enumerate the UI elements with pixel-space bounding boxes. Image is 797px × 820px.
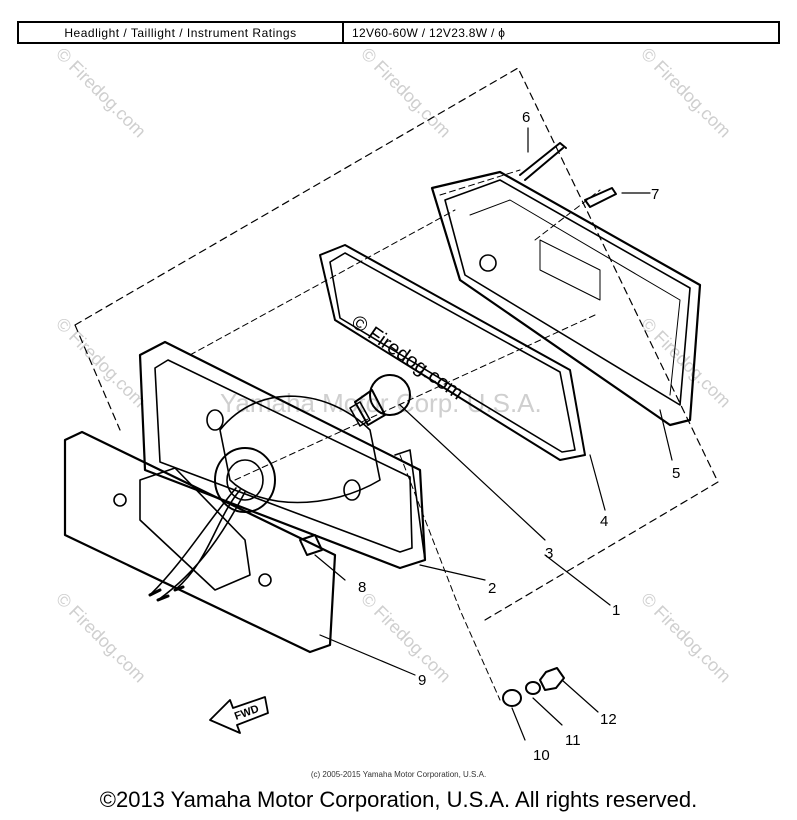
callout-7: 7 [651, 186, 659, 203]
washer-10 [502, 689, 522, 707]
watermark-2: © Firedog.com [357, 44, 455, 142]
grommet-part [299, 534, 323, 556]
callout-10: 10 [533, 747, 550, 764]
plate-part [63, 430, 337, 654]
callout-12: 12 [600, 711, 617, 728]
housing-part [138, 340, 427, 570]
callout-2: 2 [488, 580, 496, 597]
screw-6 [519, 142, 567, 181]
ratings-value: 12V60-60W / 12V23.8W / ϕ [352, 25, 506, 40]
ratings-label: Headlight / Taillight / Instrument Ratin… [19, 23, 344, 42]
nut-12 [539, 667, 565, 691]
lens-part [430, 170, 702, 427]
callout-9: 9 [418, 672, 426, 689]
callout-1: 1 [612, 602, 620, 619]
watermark-6: © Firedog.com [52, 589, 150, 687]
ratings-bar: Headlight / Taillight / Instrument Ratin… [17, 21, 780, 44]
callout-8: 8 [358, 579, 366, 596]
watermark-4: © Firedog.com [52, 314, 150, 412]
watermark-8: © Firedog.com [637, 589, 735, 687]
copyright-notice: ©2013 Yamaha Motor Corporation, U.S.A. A… [99, 787, 698, 812]
leader-lines [314, 127, 673, 741]
washer-11 [525, 681, 541, 695]
watermark-3: © Firedog.com [637, 44, 735, 142]
bulb-part [349, 374, 411, 427]
callout-5: 5 [672, 465, 680, 482]
explode-lines [189, 169, 601, 701]
callout-11: 11 [565, 732, 581, 749]
assembly-outline [74, 67, 719, 621]
screw-7 [584, 187, 617, 208]
small-copyright: (c) 2005-2015 Yamaha Motor Corporation, … [310, 770, 487, 779]
gasket-part [319, 244, 586, 461]
callout-4: 4 [600, 513, 608, 530]
callout-3: 3 [545, 545, 553, 562]
callout-layer: 1 2 3 4 5 6 7 8 9 10 11 12 FWD [233, 109, 680, 764]
wire-harness [149, 487, 246, 601]
callout-6: 6 [522, 109, 530, 126]
fwd-arrow [209, 696, 269, 734]
watermark-1: © Firedog.com [52, 44, 150, 142]
